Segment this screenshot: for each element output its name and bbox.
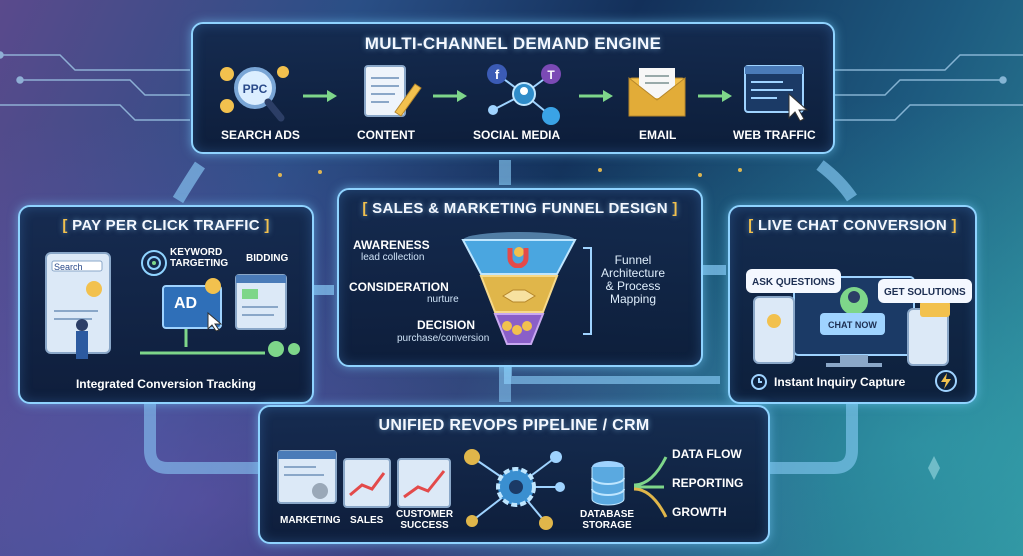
demand-engine-panel: MULTI-CHANNEL DEMAND ENGINE PPC SEARCH A…	[191, 22, 835, 154]
demand-engine-title: MULTI-CHANNEL DEMAND ENGINE	[364, 34, 662, 53]
live-chat-panel: [ LIVE CHAT CONVERSION ] ASK QUESTIONS G…	[728, 205, 977, 404]
funnel-title: [ SALES & MARKETING FUNNEL DESIGN ]	[362, 200, 678, 217]
ad-label: AD	[174, 295, 198, 312]
ppc-badge: PPC	[243, 82, 268, 96]
funnel-title-text: SALES & MARKETING FUNNEL DESIGN	[372, 200, 668, 217]
stage-consideration: CONSIDERATION	[349, 280, 449, 294]
crm-team-customer-success: CUSTOMER SUCCESS	[396, 509, 454, 531]
ppc-panel: [ PAY PER CLICK TRAFFIC ] Search KEYWORD…	[18, 205, 314, 404]
channel-label-content: CONTENT	[357, 128, 415, 142]
circuit-lines-right	[835, 54, 1023, 121]
stage-awareness: AWARENESS	[353, 238, 430, 252]
cursor-icon	[207, 311, 222, 331]
crm-title: UNIFIED REVOPS PIPELINE / CRM	[378, 417, 650, 434]
stage-awareness-sub: lead collection	[361, 252, 425, 263]
channel-label-web-traffic: WEB TRAFFIC	[733, 128, 816, 142]
lightning-icon	[935, 370, 957, 392]
browser-cursor-icon	[744, 65, 809, 122]
bidding-label: BIDDING	[246, 253, 289, 264]
chat-now-text: CHAT NOW	[828, 320, 877, 330]
crm-team-sales: SALES	[350, 515, 384, 526]
chat-title: [ LIVE CHAT CONVERSION ]	[748, 217, 957, 234]
crm-team-marketing: MARKETING	[280, 515, 341, 526]
crm-output-reporting: REPORTING	[672, 476, 744, 490]
crm-output-growth: GROWTH	[672, 505, 727, 519]
chat-now-button[interactable]: CHAT NOW	[820, 313, 885, 335]
funnel-panel: [ SALES & MARKETING FUNNEL DESIGN ] AWAR…	[337, 188, 703, 367]
channel-label-search-ads: SEARCH ADS	[221, 128, 300, 142]
database-icon	[591, 461, 625, 506]
ppc-search-box-label: Search	[54, 262, 83, 272]
stage-decision: DECISION	[417, 318, 476, 332]
ppc-footer: Integrated Conversion Tracking	[75, 377, 257, 391]
crm-screens-icon	[277, 450, 451, 508]
target-icon	[141, 250, 167, 276]
funnel-side-note: Funnel Architecture & Process Mapping	[601, 253, 666, 306]
channel-label-social-media: SOCIAL MEDIA	[473, 128, 561, 142]
gears-network-icon	[464, 449, 565, 530]
arrow-icon	[303, 90, 337, 102]
clock-icon	[751, 374, 767, 390]
crm-panel: UNIFIED REVOPS PIPELINE / CRM MARKETING …	[258, 405, 770, 544]
circuit-lines-left	[0, 51, 190, 121]
funnel-bracket-icon	[583, 247, 592, 335]
get-solutions-bubble: GET SOLUTIONS	[878, 279, 972, 303]
stage-decision-sub: purchase/conversion	[397, 333, 490, 344]
crm-storage-label: DATABASE STORAGE	[580, 509, 635, 531]
ask-questions-bubble: ASK QUESTIONS	[746, 269, 841, 293]
get-solutions-text: GET SOLUTIONS	[884, 287, 966, 298]
tracking-flow-icon	[140, 329, 300, 357]
ppc-title-text: PAY PER CLICK TRAFFIC	[72, 217, 260, 234]
channel-label-email: EMAIL	[639, 128, 677, 142]
svg-text:T: T	[547, 68, 555, 82]
ask-questions-text: ASK QUESTIONS	[752, 277, 835, 288]
arrow-icon	[433, 90, 467, 102]
tablet-search-icon	[45, 252, 111, 359]
stage-consideration-sub: nurture	[427, 294, 459, 305]
magnifier-ppc-icon: PPC	[220, 66, 289, 122]
arrow-icon	[579, 90, 613, 102]
document-pen-icon	[364, 65, 422, 117]
envelope-icon	[628, 68, 686, 117]
chat-title-text: LIVE CHAT CONVERSION	[757, 217, 948, 234]
coin-icon	[205, 278, 221, 294]
ppc-title: [ PAY PER CLICK TRAFFIC ]	[62, 217, 270, 234]
chat-footer: Instant Inquiry Capture	[774, 375, 906, 389]
bidding-page-icon	[235, 274, 287, 330]
keyword-targeting-label: KEYWORD TARGETING	[170, 247, 229, 269]
handshake-icon	[502, 289, 536, 303]
arrow-icon	[698, 90, 732, 102]
output-arrows-icon	[633, 456, 668, 518]
magnet-icon	[507, 248, 529, 268]
svg-text:f: f	[495, 67, 500, 82]
crm-output-data-flow: DATA FLOW	[672, 447, 742, 461]
social-network-icon: f T	[487, 64, 561, 125]
